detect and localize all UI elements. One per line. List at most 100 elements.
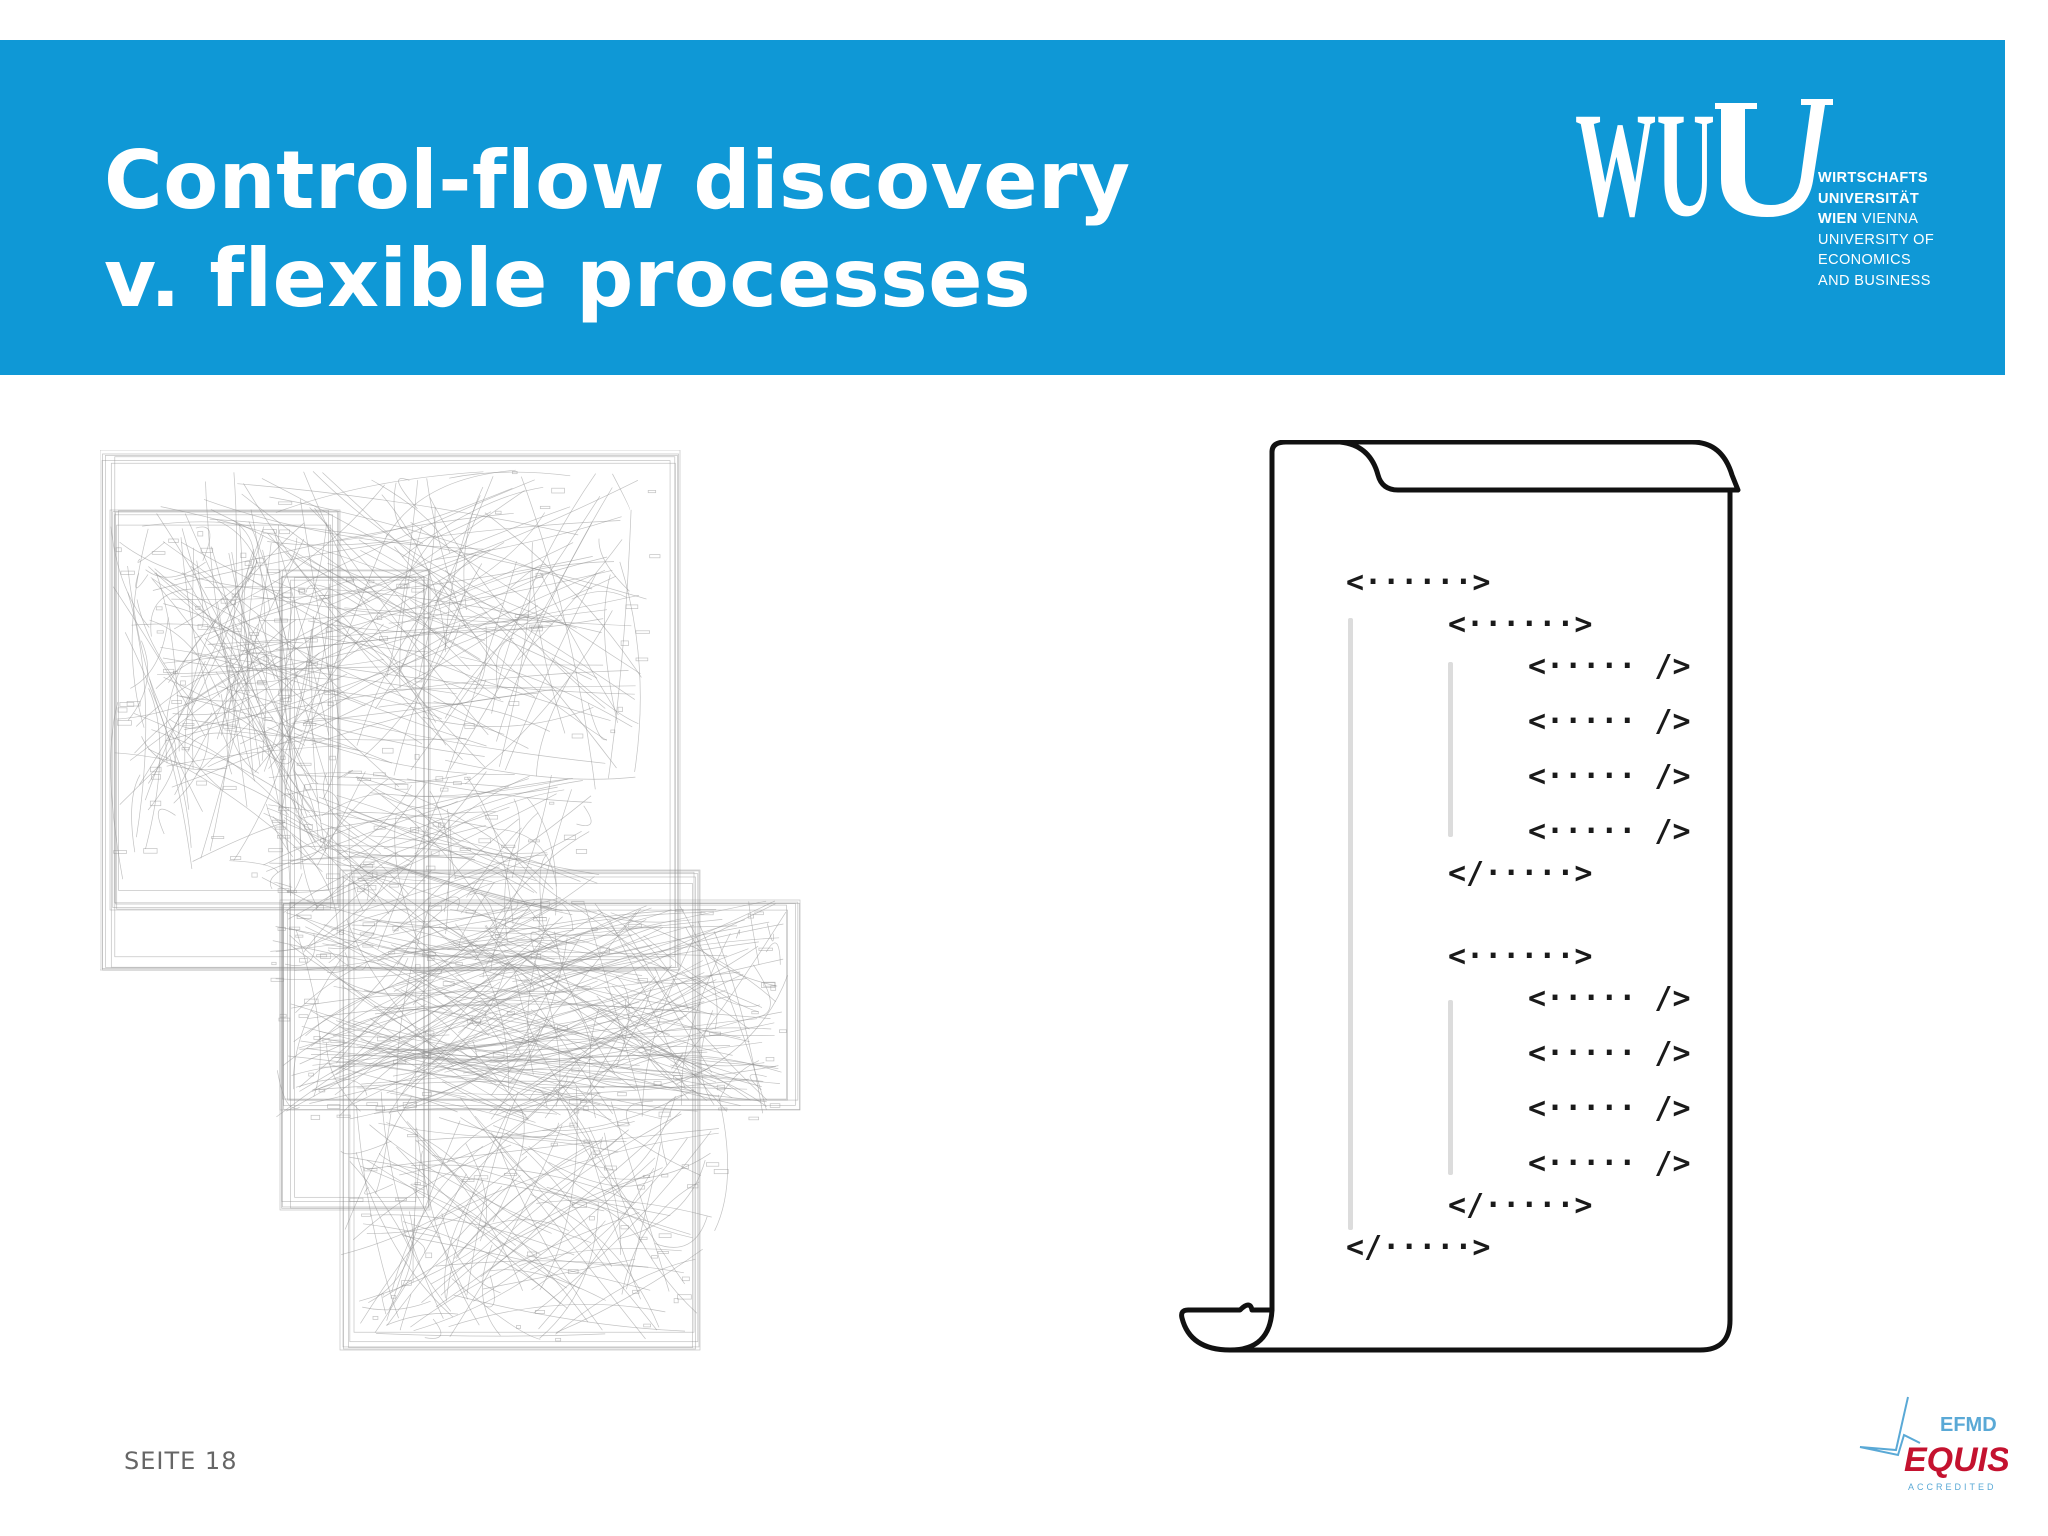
graph-edge xyxy=(147,733,177,811)
graph-edge xyxy=(269,865,291,890)
graph-node xyxy=(571,1067,580,1073)
graph-node xyxy=(287,889,297,894)
graph-edge xyxy=(130,617,169,689)
graph-node xyxy=(394,784,409,790)
graph-edge xyxy=(192,653,366,707)
graph-node xyxy=(551,487,565,494)
graph-edge xyxy=(221,472,237,736)
graph-edge xyxy=(174,538,305,795)
graph-edge xyxy=(124,632,192,848)
graph-edge xyxy=(216,520,271,611)
graph-edge xyxy=(327,952,349,973)
graph-edge xyxy=(252,657,340,680)
graph-edge xyxy=(363,595,464,757)
graph-edge xyxy=(149,619,221,698)
xml-tag-line: <····· /> xyxy=(1528,759,1691,794)
graph-edge xyxy=(480,1151,593,1278)
graph-edge xyxy=(334,916,563,1096)
graph-edge xyxy=(484,925,613,1115)
graph-edge xyxy=(318,796,535,893)
graph-node xyxy=(653,1081,662,1086)
graph-node xyxy=(530,954,542,960)
graph-edge xyxy=(467,777,514,925)
graph-node xyxy=(230,600,236,606)
graph-node xyxy=(516,1325,521,1329)
graph-edge xyxy=(327,919,378,949)
indent-bars xyxy=(1348,618,1453,1230)
graph-edge xyxy=(168,712,213,729)
graph-edge xyxy=(349,1050,531,1120)
graph-edge xyxy=(492,1124,576,1139)
graph-edge xyxy=(194,586,370,639)
graph-edge xyxy=(228,553,320,804)
graph-edge xyxy=(536,955,715,1016)
graph-edge xyxy=(337,769,353,779)
graph-edge xyxy=(310,773,467,786)
graph-edge xyxy=(291,689,553,725)
xml-tag-line: <····· /> xyxy=(1528,1091,1691,1126)
graph-node xyxy=(550,1142,558,1147)
graph-node xyxy=(257,680,265,684)
graph-edge xyxy=(490,937,568,1120)
graph-edge xyxy=(360,1081,571,1324)
graph-edge xyxy=(357,877,369,901)
graph-edge xyxy=(286,981,501,1112)
graph-node xyxy=(571,733,584,739)
graph-node xyxy=(527,1251,537,1257)
graph-edge xyxy=(340,980,422,1069)
wu-logo: WU xyxy=(1575,82,1945,305)
graph-edge xyxy=(392,972,705,1077)
graph-edge xyxy=(375,788,538,894)
graph-node xyxy=(642,1174,650,1178)
graph-node xyxy=(149,800,162,807)
graph-edge xyxy=(619,561,641,772)
graph-node xyxy=(263,656,269,662)
graph-edge xyxy=(511,798,521,878)
graph-edge xyxy=(200,542,272,859)
graph-node xyxy=(320,838,326,843)
graph-edge xyxy=(378,1120,635,1138)
xml-tag-line: </·····> xyxy=(1448,856,1593,891)
graph-edge xyxy=(412,940,533,1016)
graph-edge xyxy=(410,522,641,675)
graph-edge xyxy=(335,1056,663,1087)
graph-node xyxy=(716,1084,725,1091)
graph-edge xyxy=(322,662,340,800)
graph-edge xyxy=(463,486,484,610)
graph-edge xyxy=(310,957,402,1047)
graph-edge xyxy=(479,927,664,977)
graph-node xyxy=(295,934,304,938)
graph-node xyxy=(534,1310,545,1314)
graph-edge xyxy=(435,516,622,560)
graph-edge xyxy=(392,818,520,934)
graph-node xyxy=(200,547,214,553)
graph-node xyxy=(440,787,449,792)
graph-node xyxy=(627,923,642,928)
graph-edge xyxy=(576,805,592,826)
graph-node xyxy=(599,947,610,954)
graph-edge xyxy=(588,1127,621,1255)
graph-edge xyxy=(230,619,248,668)
graph-node xyxy=(421,1053,431,1059)
graph-edge xyxy=(430,984,717,1083)
graph-edge xyxy=(235,688,443,720)
graph-edge xyxy=(434,512,545,604)
graph-edge xyxy=(217,602,248,807)
graph-node xyxy=(681,1276,690,1282)
graph-edge xyxy=(157,664,604,676)
graph-node xyxy=(473,1175,489,1180)
graph-node xyxy=(280,755,286,760)
graph-edge xyxy=(359,1248,476,1302)
graph-edge xyxy=(430,1167,663,1285)
graph-edge xyxy=(298,941,759,1049)
graph-node xyxy=(299,958,308,963)
graph-edge xyxy=(566,1107,647,1222)
graph-edge xyxy=(523,956,733,1099)
graph-edge xyxy=(339,487,513,541)
graph-edge xyxy=(268,772,406,783)
graph-edge xyxy=(226,674,236,775)
graph-edge xyxy=(409,599,485,641)
graph-node xyxy=(512,471,518,475)
graph-edge xyxy=(342,870,700,1348)
graph-edge xyxy=(491,473,596,714)
